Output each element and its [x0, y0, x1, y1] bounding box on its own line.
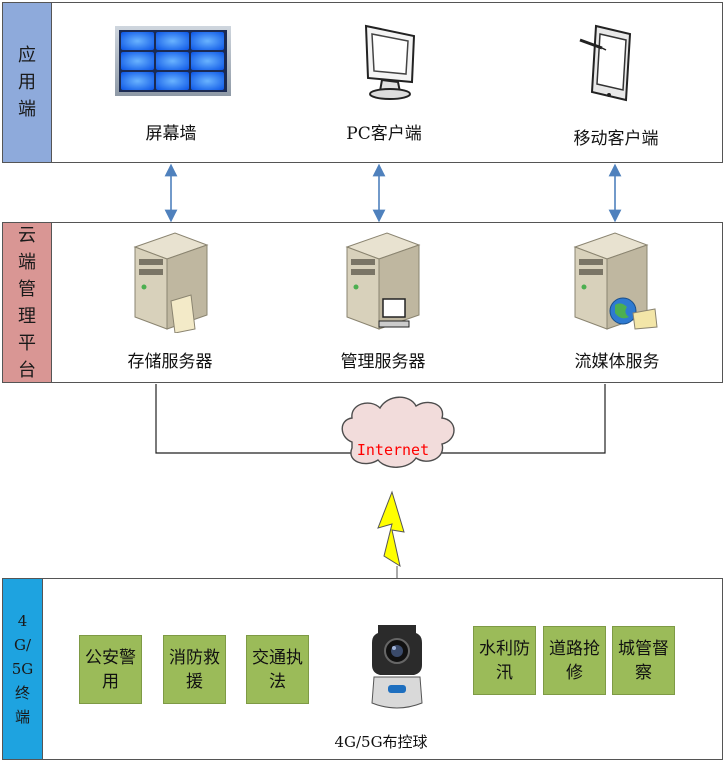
- green-box-urban-management: 城管督察: [612, 626, 675, 695]
- app-item-pc-client: PC客户端: [346, 124, 422, 144]
- cloud-tier-label: 云端管理平台: [3, 223, 52, 382]
- storage-server-icon: [131, 229, 213, 334]
- app-item-mobile-client: 移动客户端: [573, 129, 659, 149]
- terminal-tier-label: 4G/5G终端: [3, 579, 43, 759]
- tablet-icon: [576, 18, 642, 104]
- internet-cloud-icon: [341, 396, 455, 468]
- lightning-bolt-icon: [377, 490, 405, 568]
- green-box-police: 公安警用: [79, 635, 142, 704]
- streaming-server-icon: [571, 229, 663, 333]
- ptz-camera-icon: [368, 621, 426, 711]
- management-server-icon: [343, 229, 425, 333]
- green-box-traffic-enforcement: 交通执法: [246, 635, 309, 704]
- pc-monitor-icon: [356, 22, 424, 102]
- cloud-item-storage-server: 存储服务器: [127, 352, 213, 372]
- app-item-screen-wall: 屏幕墙: [145, 124, 197, 144]
- device-label: 4G/5G布控球: [334, 733, 428, 751]
- cloud-item-management-server: 管理服务器: [340, 352, 426, 372]
- green-box-flood-control: 水利防汛: [473, 626, 536, 695]
- green-box-road-repair: 道路抢修: [543, 626, 606, 695]
- internet-label: Internet: [356, 441, 430, 459]
- screen-wall-icon: [115, 26, 231, 96]
- green-box-fire-rescue: 消防救援: [163, 635, 226, 704]
- app-tier-label: 应用端: [3, 3, 52, 162]
- cloud-item-streaming-server: 流媒体服务: [574, 352, 660, 372]
